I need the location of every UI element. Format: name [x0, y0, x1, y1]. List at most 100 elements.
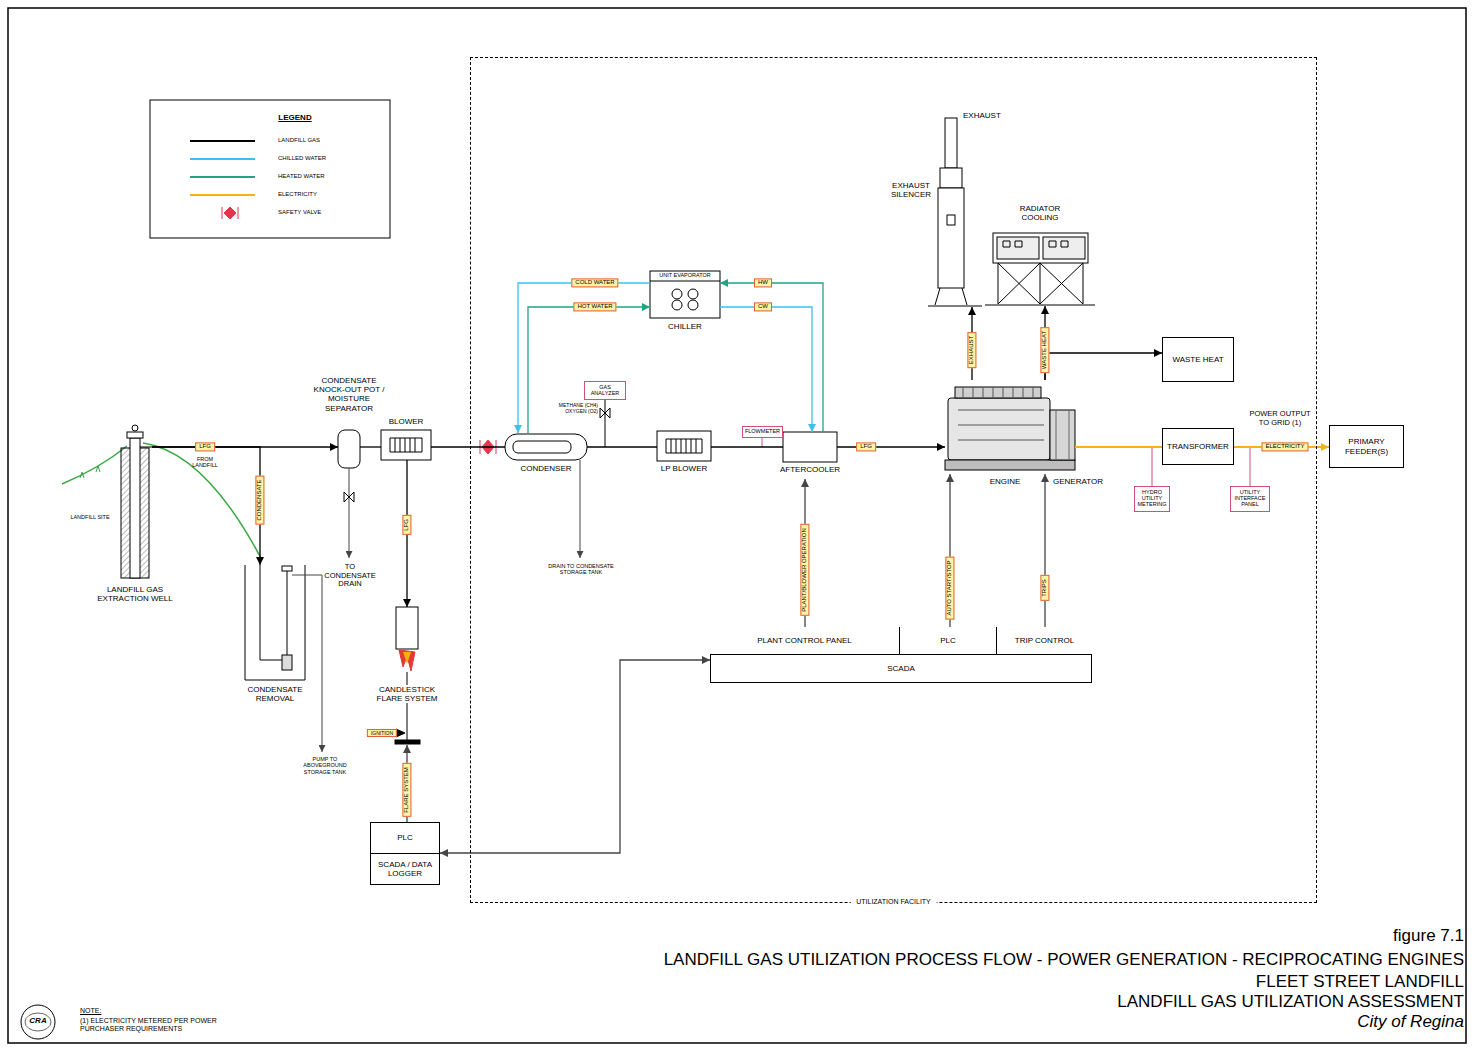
flow-tag: AUTO START/STOP — [945, 556, 954, 619]
annotation: LANDFILL SITE — [70, 514, 110, 520]
flow-connector — [518, 283, 650, 433]
node-label: CONDENSATE REMOVAL — [230, 685, 320, 703]
flow-connector — [587, 446, 657, 447]
flow-tag: FLARE SYSTEM — [402, 763, 411, 817]
radiator-panel — [997, 237, 1039, 259]
silencer-body — [938, 188, 964, 288]
condenser-shell — [505, 434, 587, 460]
annotation: DRAIN TO CONDENSATE STORAGE TANK — [548, 563, 614, 576]
legend-line-sample — [190, 158, 255, 160]
wellhead-valve — [132, 425, 138, 431]
node-label: UNIT EVAPORATOR — [650, 272, 720, 278]
flow-tag: TRIPS — [1040, 575, 1049, 601]
flare-base — [395, 740, 420, 744]
flow-tag: LFG — [856, 442, 876, 451]
chiller: UNIT EVAPORATORCHILLER — [650, 271, 720, 318]
flow-connector — [720, 283, 823, 432]
knock-out-pot — [338, 430, 360, 468]
drawing-title: LANDFILL GAS UTILIZATION PROCESS FLOW - … — [504, 950, 1464, 970]
transformer: TRANSFORMER — [1162, 428, 1234, 465]
flow-tag: CW — [754, 302, 772, 311]
flow-tag: IGNITION — [367, 729, 397, 737]
flare-stack — [396, 607, 418, 649]
aftercooler: AFTERCOOLER — [783, 432, 837, 479]
node-label: SCADA / DATA LOGGER — [371, 854, 439, 884]
drain-valve — [344, 492, 354, 502]
flow-connector — [711, 446, 783, 447]
annotation: FROM LANDFILL — [185, 456, 225, 469]
well-pipe — [130, 438, 140, 578]
flow-connector — [431, 446, 505, 447]
condensate-pump — [282, 655, 292, 670]
sample-valve — [600, 408, 610, 418]
annotation: City of Regina — [764, 1012, 1464, 1032]
exhaust-transition — [940, 168, 962, 188]
annotation: NOTE: — [80, 1007, 140, 1015]
lp-blower-housing — [657, 431, 711, 461]
annotation: CRA — [23, 1016, 53, 1025]
cra-logo-ring — [21, 1005, 55, 1039]
node-label: UTILITY INTERFACE PANEL — [1232, 490, 1268, 507]
annotation: FLEET STREET LANDFILL — [764, 972, 1464, 992]
condensate-inlet-pipe — [260, 565, 282, 660]
annotation: figure 7.1 — [1164, 926, 1464, 946]
node-label: CONDENSATE KNOCK-OUT POT / MOISTURE SEPA… — [305, 376, 393, 413]
node-label: FLOWMETER — [745, 429, 780, 435]
annotation: LEGEND — [265, 113, 325, 122]
legend-valve-sample — [222, 207, 238, 219]
grass-tuft — [80, 466, 100, 478]
landfill-surface — [62, 443, 262, 560]
chiller-coil — [672, 289, 682, 299]
knock-out-pot: CONDENSATE KNOCK-OUT POT / MOISTURE SEPA… — [338, 428, 360, 470]
node-label: PLANT CONTROL PANEL — [757, 636, 852, 645]
control-panel-cell: PLANT CONTROL PANEL — [710, 627, 900, 655]
flow-connector — [837, 446, 945, 447]
flow-tag: HW — [754, 278, 772, 287]
flow-tag: EXHAUST — [967, 332, 976, 368]
condensate-removal: CONDENSATE REMOVAL — [245, 565, 305, 680]
plc-cell: PLC — [900, 627, 997, 655]
flare-stem — [407, 672, 408, 740]
legend-line-sample — [190, 176, 255, 178]
silencer-stand — [928, 288, 982, 306]
plc-data-logger: PLCSCADA / DATA LOGGER — [370, 822, 440, 885]
flow-connector — [1075, 446, 1162, 448]
page-border — [8, 8, 1466, 1043]
annotation: METHANE (CH4) OXYGEN (O2) — [548, 403, 598, 415]
chiller-coil — [688, 289, 698, 299]
analyzer-sample-line — [605, 400, 606, 447]
node-label: RADIATOR COOLING — [1010, 204, 1070, 222]
node-label: TRANSFORMER — [1167, 442, 1229, 451]
node-label: UTILIZATION FACILITY — [850, 898, 937, 906]
legend-line-sample — [190, 194, 255, 196]
legend-entry: HEATED WATER — [278, 173, 325, 180]
condenser: CONDENSER — [505, 433, 587, 461]
annotation: (1) ELECTRICITY METERED PER POWER PURCHA… — [80, 1017, 250, 1033]
engine-generator: ENGINEGENERATOR — [945, 380, 1075, 474]
engine-detail — [958, 387, 1044, 440]
condenser-drain — [580, 460, 581, 558]
node-label: EXHAUST — [963, 111, 1013, 120]
candlestick-flare: CANDLESTICK FLARE SYSTEM — [394, 607, 420, 745]
chiller-body — [650, 271, 720, 318]
primary-feeder: PRIMARY FEEDER(S) — [1329, 425, 1404, 468]
exhaust-silencer: EXHAUSTEXHAUST SILENCER — [935, 115, 977, 307]
lp-blower: LP BLOWER — [657, 431, 711, 461]
ignition-arrowhead — [396, 729, 405, 737]
flow-connector — [152, 447, 260, 565]
utility-interface-panel: UTILITY INTERFACE PANEL — [1230, 486, 1270, 512]
blower-housing — [381, 430, 431, 460]
flow-tag: PLANT/BLOWER OPERATION — [800, 524, 809, 616]
flowmeter: FLOWMETER — [742, 426, 783, 438]
flow-connector — [360, 446, 381, 447]
chiller-coil — [672, 300, 682, 310]
node-label: TRIP CONTROL — [1015, 636, 1074, 645]
node-label: CONDENSER — [505, 464, 587, 473]
well-outlet-pipe — [140, 447, 152, 448]
node-label: LANDFILL GAS EXTRACTION WELL — [90, 585, 180, 603]
flow-tag: CONDENSATE — [255, 475, 264, 524]
node-label: PRIMARY FEEDER(S) — [1333, 437, 1400, 455]
condensate-sump — [245, 565, 305, 680]
node-label: PLC — [371, 823, 439, 854]
engine-skid — [945, 460, 1075, 470]
